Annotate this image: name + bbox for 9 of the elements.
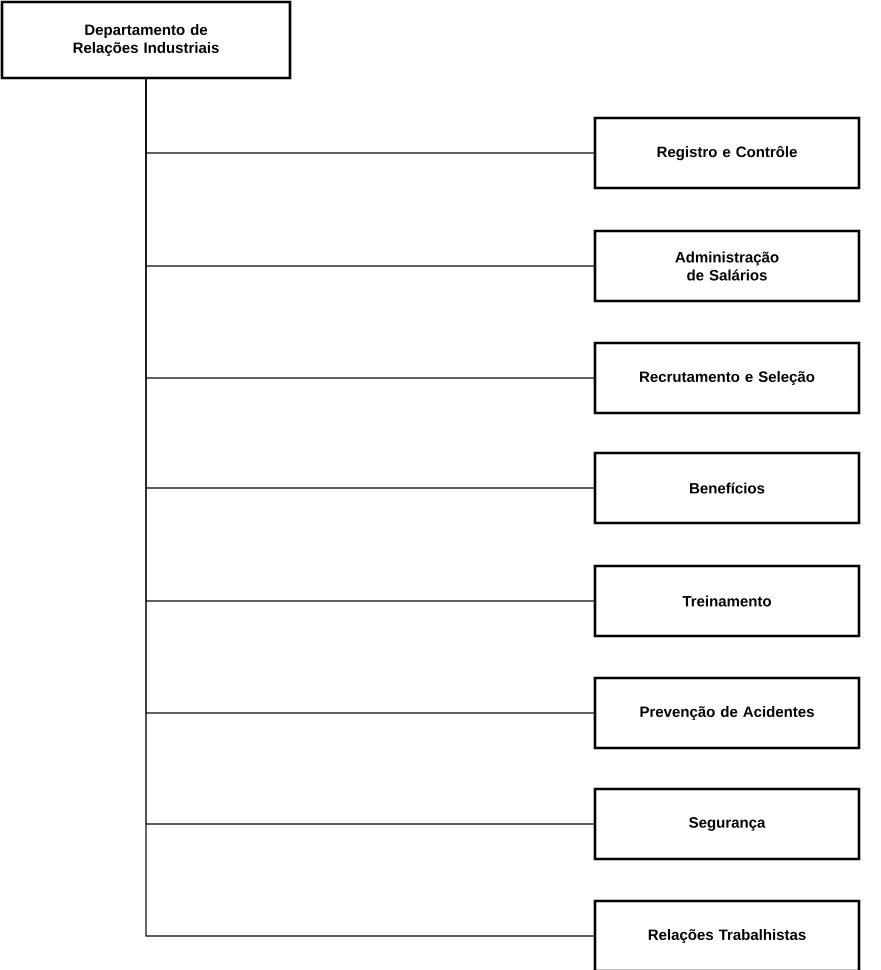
unit-box: Relações Trabalhistas xyxy=(594,900,860,970)
unit-box: Segurança xyxy=(594,788,860,860)
unit-box: Treinamento xyxy=(594,564,860,638)
unit-box: Prevenção de Acidentes xyxy=(594,676,860,750)
unit-box: Benefícios xyxy=(594,452,860,524)
unit-box: Administração de Salários xyxy=(594,230,860,302)
unit-box: Registro e Contrôle xyxy=(594,116,860,190)
unit-box: Recrutamento e Seleção xyxy=(594,342,860,414)
department-box: Departamento de Relações Industriais xyxy=(0,0,292,80)
